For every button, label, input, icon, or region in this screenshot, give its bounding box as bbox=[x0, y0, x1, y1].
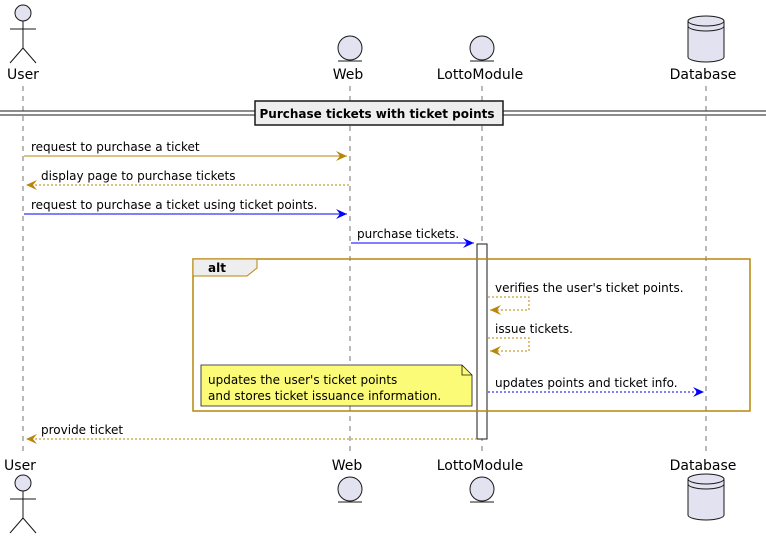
alt-fragment-label: alt bbox=[208, 261, 226, 275]
participant-user-label-top: User bbox=[7, 67, 39, 83]
participant-lotto-label-bottom: LottoModule bbox=[437, 458, 524, 474]
lotto-activation-bar bbox=[476, 243, 488, 440]
message-label-4: purchase tickets. bbox=[357, 227, 459, 241]
web-entity-icon-top bbox=[337, 35, 363, 61]
participant-user-label-bottom: User bbox=[4, 458, 36, 474]
section-title: Purchase tickets with ticket points bbox=[260, 107, 495, 121]
message-arrow-5 bbox=[488, 296, 530, 315]
participant-web-label-top: Web bbox=[333, 67, 364, 83]
section-title-box bbox=[254, 100, 504, 126]
message-label-7: updates points and ticket info. bbox=[495, 376, 678, 390]
message-label-1: request to purchase a ticket bbox=[31, 140, 200, 154]
message-label-3: request to purchase a ticket using ticke… bbox=[31, 198, 317, 212]
lotto-entity-icon-top bbox=[469, 35, 495, 61]
note-box bbox=[200, 364, 473, 407]
alt-fragment-tab bbox=[192, 258, 258, 277]
message-label-6: issue tickets. bbox=[495, 322, 573, 336]
note-fold bbox=[461, 365, 472, 376]
message-label-8: provide ticket bbox=[41, 423, 123, 437]
note-line-2: and stores ticket issuance information. bbox=[208, 389, 441, 403]
alt-fragment-frame bbox=[192, 258, 751, 412]
web-entity-icon-bottom bbox=[337, 476, 363, 502]
lotto-entity-icon-bottom bbox=[469, 476, 495, 502]
database-icon-bottom bbox=[687, 473, 725, 521]
note-line-1: updates the user's ticket points bbox=[208, 373, 397, 387]
user-actor-top bbox=[9, 4, 37, 64]
message-arrow-6 bbox=[488, 337, 530, 356]
participant-web-label-bottom: Web bbox=[332, 458, 363, 474]
message-label-5: verifies the user's ticket points. bbox=[495, 281, 684, 295]
message-label-2: display page to purchase tickets bbox=[41, 169, 235, 183]
participant-database-label-top: Database bbox=[670, 67, 737, 83]
user-actor-bottom bbox=[9, 474, 37, 534]
participant-lotto-label-top: LottoModule bbox=[437, 67, 524, 83]
database-icon-top bbox=[687, 15, 725, 63]
participant-database-label-bottom: Database bbox=[670, 458, 737, 474]
